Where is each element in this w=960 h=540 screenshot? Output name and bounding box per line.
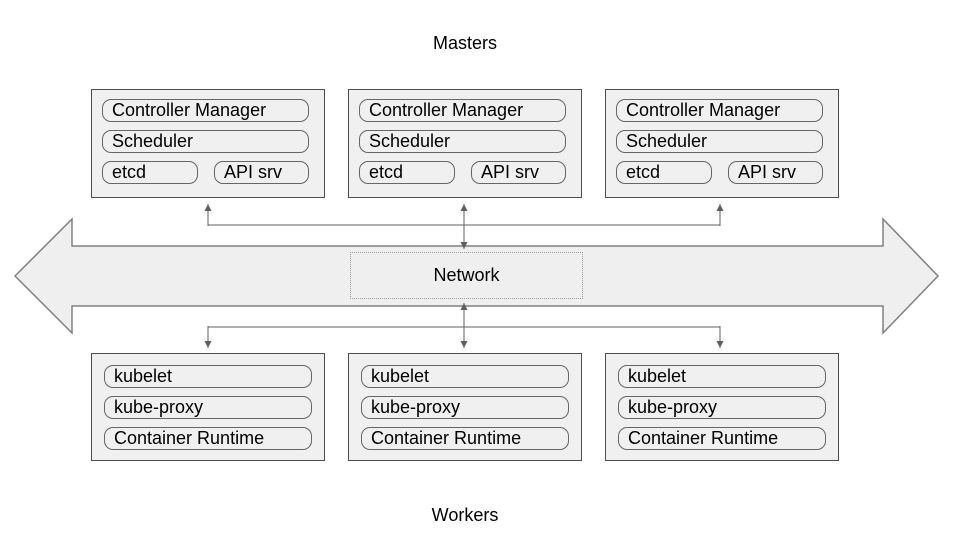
component-etcd: etcd bbox=[102, 161, 198, 184]
network-node: Network bbox=[350, 252, 583, 299]
master-node-1: Controller Manager Scheduler etcd API sr… bbox=[91, 89, 325, 198]
component-kube-proxy: kube-proxy bbox=[361, 396, 569, 419]
network-label: Network bbox=[433, 265, 500, 285]
component-container-runtime: Container Runtime bbox=[104, 427, 312, 450]
component-scheduler: Scheduler bbox=[359, 130, 566, 153]
component-scheduler: Scheduler bbox=[102, 130, 309, 153]
component-etcd: etcd bbox=[616, 161, 712, 184]
component-controller-manager: Controller Manager bbox=[102, 99, 309, 122]
component-kubelet: kubelet bbox=[361, 365, 569, 388]
component-kubelet: kubelet bbox=[104, 365, 312, 388]
worker-node-1: kubelet kube-proxy Container Runtime bbox=[91, 353, 325, 461]
component-kube-proxy: kube-proxy bbox=[618, 396, 826, 419]
component-etcd: etcd bbox=[359, 161, 455, 184]
component-kubelet: kubelet bbox=[618, 365, 826, 388]
component-kube-proxy: kube-proxy bbox=[104, 396, 312, 419]
worker-node-2: kubelet kube-proxy Container Runtime bbox=[348, 353, 582, 461]
component-api-srv: API srv bbox=[728, 161, 823, 184]
component-controller-manager: Controller Manager bbox=[359, 99, 566, 122]
component-container-runtime: Container Runtime bbox=[361, 427, 569, 450]
masters-group-label: Masters bbox=[432, 33, 497, 53]
component-scheduler: Scheduler bbox=[616, 130, 823, 153]
component-api-srv: API srv bbox=[214, 161, 309, 184]
worker-node-3: kubelet kube-proxy Container Runtime bbox=[605, 353, 839, 461]
master-node-3: Controller Manager Scheduler etcd API sr… bbox=[605, 89, 839, 198]
component-api-srv: API srv bbox=[471, 161, 566, 184]
component-controller-manager: Controller Manager bbox=[616, 99, 823, 122]
component-container-runtime: Container Runtime bbox=[618, 427, 826, 450]
workers-group-label: Workers bbox=[431, 505, 499, 525]
master-node-2: Controller Manager Scheduler etcd API sr… bbox=[348, 89, 582, 198]
